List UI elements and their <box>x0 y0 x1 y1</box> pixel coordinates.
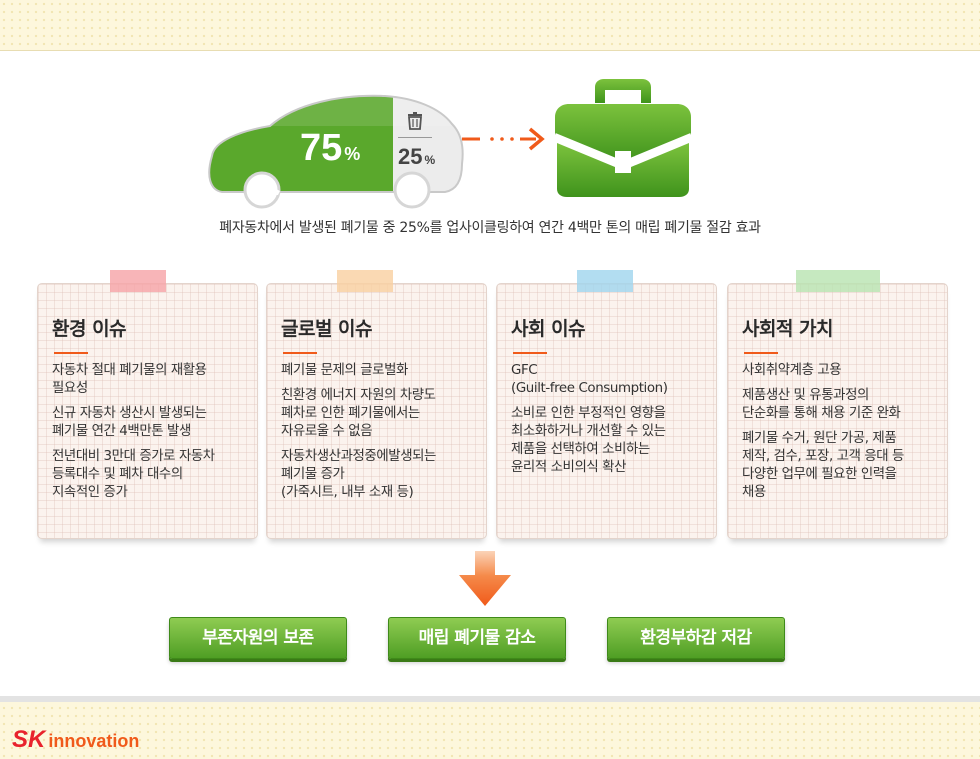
card-title: 사회 이슈 <box>511 318 586 340</box>
caption: 폐자동차에서 발생된 폐기물 중 25%를 업사이클링하여 연간 4백만 톤의 … <box>219 220 761 236</box>
card-item: 자동차 절대 폐기물의 재활용 필요성 <box>52 363 207 396</box>
tape <box>110 270 166 292</box>
top-band <box>0 0 980 51</box>
card-item: 폐기물 문제의 글로벌화 <box>281 363 408 378</box>
card-item: 자동차생산과정중에발생되는 폐기물 증가 (가죽시트, 내부 소재 등) <box>281 449 436 500</box>
title-rule <box>513 352 547 354</box>
card-title: 환경 이슈 <box>52 318 127 340</box>
card-social-issue: 사회 이슈 GFC (Guilt-free Consumption) 소비로 인… <box>496 270 717 539</box>
dashed-arrow-icon <box>462 127 545 151</box>
card-item: 전년대비 3만대 증가로 자동차 등록대수 및 폐차 대수의 지속적인 증가 <box>52 449 215 500</box>
result-landfill-reduction: 매립 폐기물 감소 <box>388 617 566 659</box>
recycle-percent: 75% <box>300 127 361 169</box>
car-divider <box>398 137 432 138</box>
trash-can-icon <box>408 112 422 130</box>
car-graphic <box>208 94 464 209</box>
card-environment-issue: 환경 이슈 자동차 절대 폐기물의 재활용 필요성 신규 자동차 생산시 발생되… <box>37 270 258 539</box>
card-item: 제품생산 및 유통과정의 단순화를 통해 채용 기준 완화 <box>742 388 901 421</box>
card-item: 사회취약계층 고용 <box>742 363 842 378</box>
title-rule <box>54 352 88 354</box>
card-item: 신규 자동차 생산시 발생되는 폐기물 연간 4백만톤 발생 <box>52 406 207 439</box>
waste-percent: 25% <box>398 144 436 169</box>
card-title: 사회적 가치 <box>742 318 834 340</box>
card-item: 폐기물 수거, 원단 가공, 제품 제작, 검수, 포장, 고객 응대 등 다양… <box>742 431 904 500</box>
briefcase-icon <box>554 79 692 197</box>
title-rule <box>744 352 778 354</box>
card-social-value: 사회적 가치 사회취약계층 고용 제품생산 및 유통과정의 단순화를 통해 채용… <box>727 270 948 539</box>
result-environmental-load-reduction: 환경부하감 저감 <box>607 617 785 659</box>
tape <box>337 270 393 292</box>
result-resource-preservation: 부존자원의 보존 <box>169 617 347 659</box>
tape <box>577 270 633 292</box>
tape <box>796 270 880 292</box>
down-arrow-icon <box>459 551 511 606</box>
card-title: 글로벌 이슈 <box>281 318 373 340</box>
card-item: 친환경 에너지 자원의 차량도 폐차로 인한 폐기물에서는 자유로울 수 없음 <box>281 388 436 439</box>
card-item: GFC (Guilt-free Consumption) <box>511 363 668 396</box>
title-rule <box>283 352 317 354</box>
card-item: 소비로 인한 부정적인 영향을 최소화하거나 개선할 수 있는 제품을 선택하여… <box>511 406 666 475</box>
card-global-issue: 글로벌 이슈 폐기물 문제의 글로벌화 친환경 에너지 자원의 차량도 폐차로 … <box>266 270 487 539</box>
recycle-icon <box>257 178 280 198</box>
diagram-panel: 75% 25% 폐자동차에서 발생된 폐기물 중 25%를 업사이 <box>0 51 980 702</box>
